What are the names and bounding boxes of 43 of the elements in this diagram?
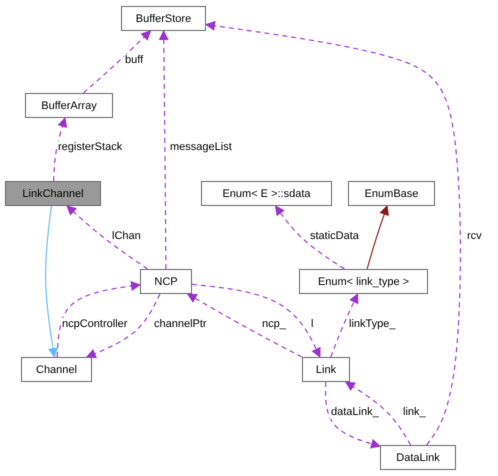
- edge-label: ncpController: [61, 318, 128, 331]
- arrow: [344, 381, 412, 446]
- arrow: [205, 20, 461, 446]
- class-name: Enum< E >::sdata: [222, 188, 311, 200]
- class-box: [121, 6, 206, 31]
- class-name: EnumBase: [364, 188, 418, 200]
- class-box: [302, 357, 350, 382]
- class-name: Channel: [36, 364, 77, 376]
- arrow: [82, 30, 152, 94]
- class-box: [299, 269, 428, 294]
- arrow: [56, 281, 141, 358]
- arrow: [192, 284, 321, 358]
- class-name: Link: [316, 364, 336, 376]
- edge-label: ncp_: [261, 318, 287, 331]
- class-box: [21, 357, 92, 382]
- class-name: DataLink: [396, 452, 440, 464]
- class-box: [140, 269, 192, 294]
- edge-label: dataLink_: [330, 406, 380, 419]
- arrow: [86, 294, 160, 358]
- arrow: [330, 293, 358, 358]
- class-name: LinkChannel: [22, 188, 84, 200]
- edge-label: link_: [402, 406, 427, 419]
- class-box: [348, 181, 435, 206]
- edge-label: messageList: [169, 141, 233, 154]
- edge-label: lChan: [111, 230, 142, 243]
- class-box: [380, 445, 456, 470]
- arrow: [366, 205, 389, 270]
- class-box: [5, 181, 101, 206]
- edge-label: registerStack: [57, 141, 124, 154]
- class-box: [201, 181, 332, 206]
- arrow: [66, 205, 148, 270]
- arrow: [325, 382, 381, 448]
- arrow: [274, 205, 345, 270]
- edge-label: linkType_: [348, 318, 396, 331]
- arrow: [45, 206, 58, 358]
- class-box: [25, 93, 113, 118]
- arrow: [186, 294, 302, 358]
- arrow: [158, 30, 169, 269]
- class-name: NCP: [154, 276, 178, 288]
- arrow: [53, 117, 68, 182]
- class-name: BufferStore: [136, 12, 192, 24]
- class-name: BufferArray: [41, 100, 97, 112]
- class-name: Enum< link_type >: [318, 276, 410, 288]
